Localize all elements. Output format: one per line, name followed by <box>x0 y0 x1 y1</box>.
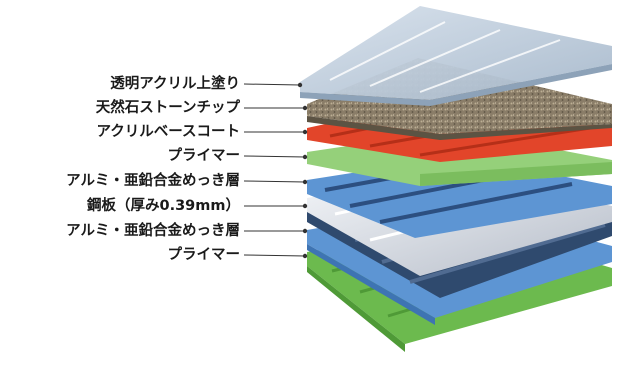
leader-line <box>243 83 301 86</box>
layer-label: 透明アクリル上塗り <box>110 74 240 92</box>
leader-line <box>243 155 306 158</box>
layer-label: プライマー <box>168 246 241 263</box>
layer-label: アルミ・亜鉛合金めっき層 <box>66 221 240 239</box>
layer-labels: 透明アクリル上塗り 天然石ストーンチップ アクリルベースコート プライマー アル… <box>66 74 308 263</box>
leader-line <box>243 254 306 257</box>
layer-label: アルミ・亜鉛合金めっき層 <box>66 171 240 189</box>
layer-label: 天然石ストーンチップ <box>96 98 241 116</box>
leader-dot <box>302 154 308 160</box>
leader-dot <box>302 105 308 111</box>
leader-dot <box>302 129 308 135</box>
layer-label: 鋼板（厚み0.39mm） <box>86 196 240 214</box>
leader-dot <box>302 203 308 209</box>
layer-label: プライマー <box>168 147 241 164</box>
layer-clear-topcoat <box>300 6 612 106</box>
leader-dot <box>302 253 308 259</box>
leader-dot <box>302 228 308 234</box>
leader-line <box>243 180 306 183</box>
leader-dot <box>297 82 303 88</box>
layer-label: アクリルベースコート <box>96 123 240 140</box>
leader-dot <box>302 179 308 185</box>
